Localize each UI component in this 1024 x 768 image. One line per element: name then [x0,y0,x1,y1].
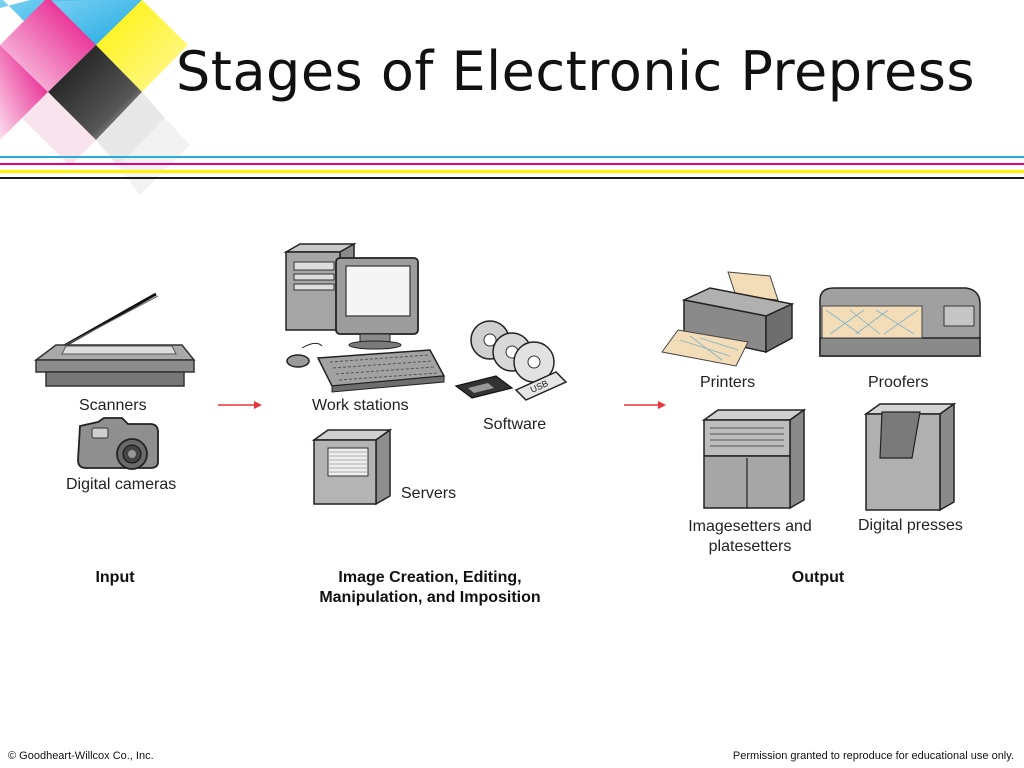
label-digital-presses: Digital presses [858,517,963,534]
label-servers: Servers [401,485,457,502]
label-imagesetters: Imagesetters and platesetters [680,517,820,557]
label-proofers: Proofers [868,374,929,391]
yellow-stripe [0,170,1024,173]
label-software: Software [483,416,547,433]
stage-input: Input [95,569,135,586]
footer-copyright: © Goodheart-Willcox Co., Inc. [8,750,154,762]
footer-permission: Permission granted to reproduce for educ… [732,750,1014,762]
label-imagesetters-line1: Imagesetters and [688,518,812,535]
keyboard-icon [316,349,446,393]
label-printers: Printers [700,374,756,391]
usb-drive-icon: USB [514,371,568,401]
slide-title: Stages of Electronic Prepress [176,40,976,103]
floppy-disk-icon [454,375,514,399]
cyan-diamond-2 [40,0,142,50]
black-stripe [0,177,1024,179]
server-icon [311,428,393,506]
yellow-diamond [96,0,188,92]
mouse-icon [286,342,323,368]
label-imagesetters-line2: platesetters [708,538,792,555]
digital-camera-icon [77,417,159,470]
proofer-icon [819,287,981,357]
stage-output: Output [791,569,845,586]
digital-press-icon [863,402,957,512]
software-cd-icon [470,320,555,383]
arrow-input-to-processing [218,401,262,409]
grey-diamond [96,92,165,166]
fade-diamond [22,92,96,166]
scanner-icon [33,292,196,387]
corner-decoration [0,0,190,195]
arrow-processing-to-output [624,401,666,409]
label-work-stations: Work stations [312,397,409,414]
printer-icon [661,271,795,367]
imagesetter-icon [701,408,807,510]
cyan-stripe [0,156,1024,158]
black-diamond [48,45,142,140]
stage-processing-line1: Image Creation, Editing, [338,569,522,586]
stage-processing-line2: Manipulation, and Imposition [319,589,541,606]
monitor-icon [335,257,419,350]
magenta-diamond [0,45,48,140]
label-digital-cameras: Digital cameras [66,476,177,493]
label-scanners: Scanners [79,397,147,414]
magenta-stripe [0,163,1024,165]
magenta-diamond-2 [0,0,96,92]
stage-processing: Image Creation, Editing, Manipulation, a… [300,568,560,608]
